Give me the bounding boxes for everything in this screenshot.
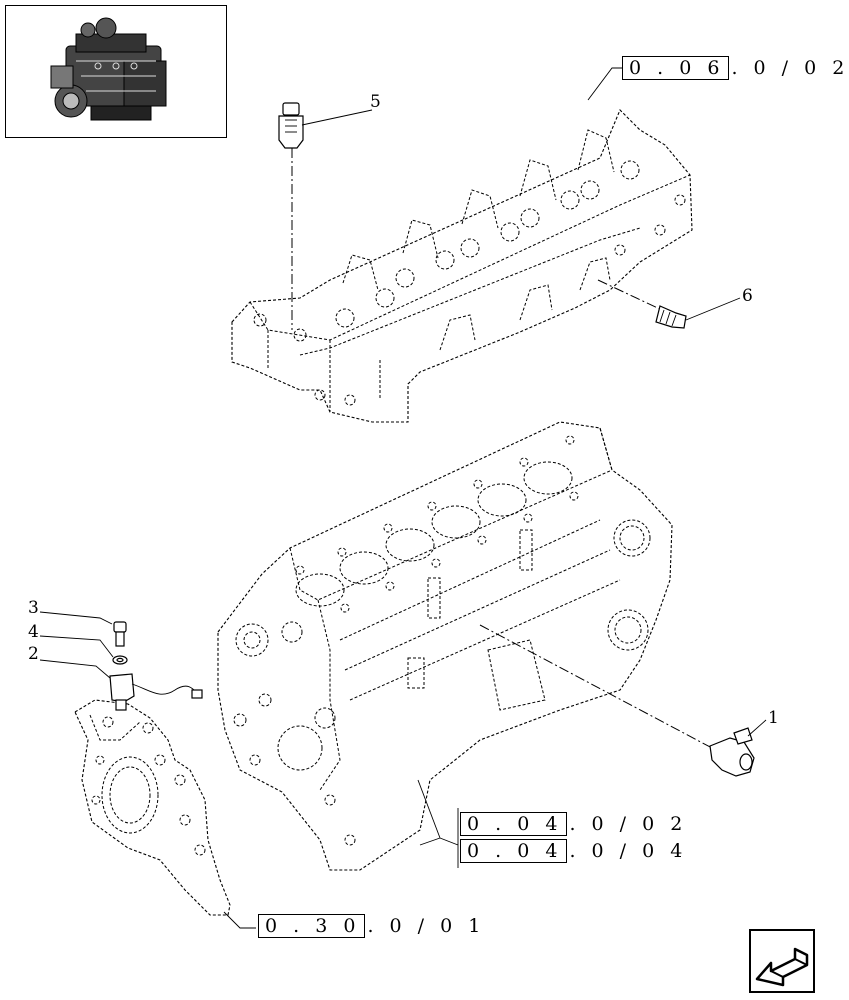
callout-6: 6	[742, 286, 753, 306]
reference-link-0-04-b[interactable]: 0 . 0 4 . 0 / 0 4	[460, 839, 687, 863]
reference-suffix: . 0 / 0 2	[569, 813, 688, 835]
callout-2: 2	[28, 644, 39, 664]
callout-1: 1	[768, 708, 779, 728]
part-4-washer[interactable]	[112, 655, 128, 665]
cylinder-head	[231, 109, 693, 423]
front-cover	[74, 699, 231, 916]
cylinder-block	[217, 421, 673, 871]
reference-box: 0 . 0 6	[622, 56, 730, 80]
part-6-sensor[interactable]	[597, 279, 687, 329]
reference-suffix: . 0 / 0 2	[731, 57, 849, 79]
exploded-parts-diagram: .ol { fill: #fff; stroke: #000; stroke-w…	[39, 67, 767, 929]
reference-link-0-06[interactable]: 0 . 0 6 . 0 / 0 2	[622, 56, 849, 80]
back-arrow-icon	[755, 947, 809, 987]
part-3-screw[interactable]	[113, 621, 127, 647]
reference-box: 0 . 0 4	[460, 812, 568, 836]
back-button[interactable]	[749, 929, 815, 993]
engine-thumbnail-icon	[50, 17, 167, 121]
reference-box: 0 . 0 4	[460, 839, 568, 863]
reference-link-0-30[interactable]: 0 . 3 0 . 0 / 0 1	[258, 914, 485, 938]
part-2-sensor[interactable]	[109, 673, 203, 711]
reference-box: 0 . 3 0	[258, 914, 366, 938]
callout-4: 4	[28, 622, 39, 642]
reference-suffix: . 0 / 0 4	[569, 840, 688, 862]
callout-5: 5	[370, 92, 381, 112]
reference-link-0-04-a[interactable]: 0 . 0 4 . 0 / 0 2	[460, 812, 687, 836]
reference-suffix: . 0 / 0 1	[367, 915, 486, 937]
part-5-sensor[interactable]	[278, 102, 304, 330]
callout-3: 3	[28, 598, 39, 618]
engine-thumbnail[interactable]	[5, 5, 227, 138]
part-1-sensor[interactable]	[479, 624, 755, 777]
